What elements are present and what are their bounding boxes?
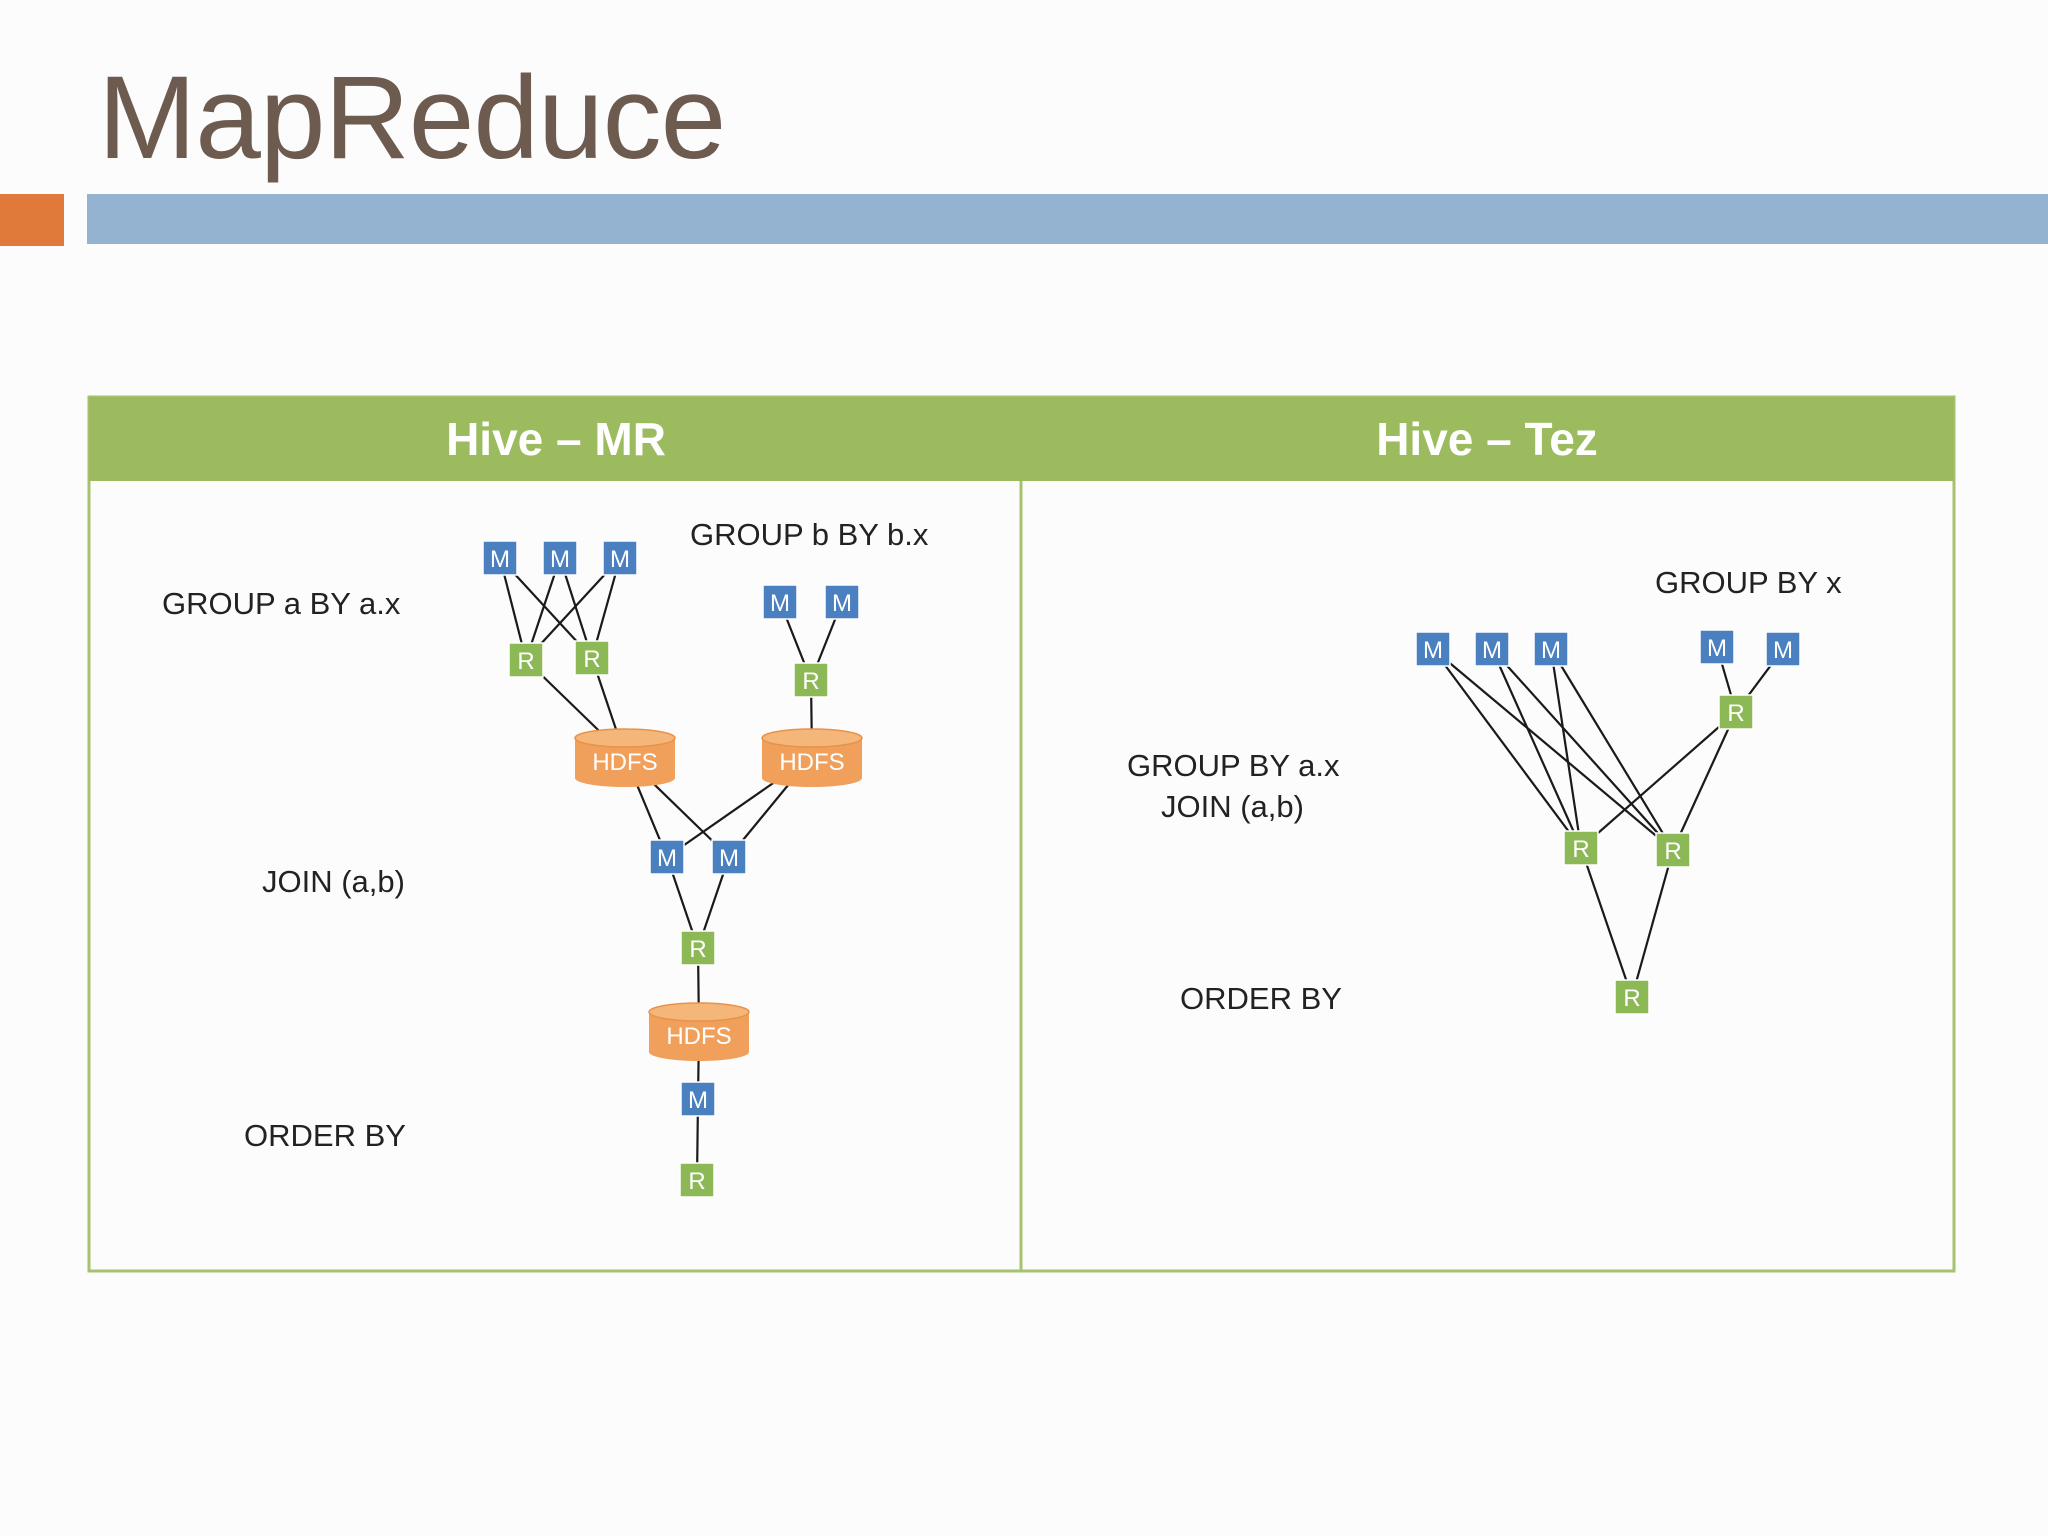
map-node: M — [1415, 631, 1451, 667]
map-node-label: M — [1423, 637, 1443, 664]
hdfs-stores: HDFS HDFS HDFS — [574, 728, 863, 1061]
map-node: M — [711, 839, 747, 875]
map-node-label: M — [1482, 637, 1502, 664]
edge-tr1-tr2 — [1580, 711, 1737, 849]
map-node-label: M — [832, 590, 852, 617]
map-node: M — [542, 540, 578, 576]
tez-label-group-ax: GROUP BY a.x — [1127, 748, 1340, 783]
edge-tr1-tr3 — [1671, 711, 1738, 851]
map-node: M — [1533, 631, 1569, 667]
reduce-node: R — [679, 1162, 715, 1198]
reduce-node: R — [1563, 830, 1599, 866]
edge-t2-tr2 — [1490, 648, 1583, 849]
map-node: M — [1474, 631, 1510, 667]
reduce-node-label: R — [688, 1168, 705, 1195]
map-node: M — [1699, 629, 1735, 665]
hdfs-cylinder: HDFS — [648, 1002, 750, 1061]
map-node-label: M — [1707, 635, 1727, 662]
map-node-label: M — [610, 546, 630, 573]
tez-label-join: JOIN (a,b) — [1161, 789, 1304, 824]
edge-t1-tr2 — [1432, 648, 1582, 849]
edge-tr3-tr4 — [1630, 849, 1675, 998]
reduce-node-label: R — [689, 936, 706, 963]
mr-label-group-b: GROUP b BY b.x — [690, 517, 929, 552]
map-node: M — [482, 540, 518, 576]
hdfs-label: HDFS — [592, 749, 657, 776]
map-node-label: M — [550, 546, 570, 573]
map-node-label: M — [770, 590, 790, 617]
reduce-node-label: R — [1664, 838, 1681, 865]
map-node-label: M — [490, 546, 510, 573]
map-node-label: M — [688, 1087, 708, 1114]
map-node-label: M — [1541, 637, 1561, 664]
map-node: M — [680, 1081, 716, 1117]
graph-nodes: M M M R R M M R M M R M R M M M M M R R R R — [482, 540, 1801, 1198]
map-node: M — [762, 584, 798, 620]
reduce-node-label: R — [517, 648, 534, 675]
reduce-node: R — [680, 930, 716, 966]
mr-label-group-a: GROUP a BY a.x — [162, 586, 401, 621]
reduce-node-label: R — [1572, 836, 1589, 863]
title-accent-orange — [0, 194, 64, 246]
reduce-node: R — [1718, 694, 1754, 730]
mr-label-join: JOIN (a,b) — [262, 864, 405, 899]
reduce-node-label: R — [583, 646, 600, 673]
mr-panel-header: Hive – MR — [446, 413, 666, 465]
map-node-label: M — [1773, 637, 1793, 664]
map-node: M — [649, 839, 685, 875]
slide-title: MapReduce — [98, 52, 726, 184]
map-node: M — [1765, 631, 1801, 667]
tez-panel-header: Hive – Tez — [1376, 413, 1598, 465]
reduce-node-label: R — [802, 668, 819, 695]
hdfs-label: HDFS — [666, 1023, 731, 1050]
reduce-node-label: R — [1727, 700, 1744, 727]
edge-t1-tr3 — [1432, 648, 1674, 851]
tez-label-group-x: GROUP BY x — [1655, 565, 1842, 600]
map-node-label: M — [657, 845, 677, 872]
edge-tr2-tr4 — [1579, 847, 1634, 998]
reduce-node: R — [1614, 979, 1650, 1015]
edge-t3-tr3 — [1550, 648, 1674, 851]
reduce-node: R — [793, 662, 829, 698]
reduce-node: R — [1655, 832, 1691, 868]
map-node: M — [602, 540, 638, 576]
map-node-label: M — [719, 845, 739, 872]
reduce-node-label: R — [1623, 985, 1640, 1012]
diagram-header-band — [89, 397, 1954, 481]
reduce-node: R — [574, 640, 610, 676]
map-node: M — [824, 584, 860, 620]
edge-t3-tr2 — [1549, 648, 1583, 849]
title-accent-bar — [87, 194, 2048, 244]
tez-label-order: ORDER BY — [1180, 981, 1342, 1016]
hdfs-cylinder: HDFS — [761, 728, 863, 787]
reduce-node: R — [508, 642, 544, 678]
edge-t2-tr3 — [1491, 648, 1674, 851]
hdfs-cylinder: HDFS — [574, 728, 676, 787]
hdfs-label: HDFS — [779, 749, 844, 776]
mr-label-order: ORDER BY — [244, 1118, 406, 1153]
